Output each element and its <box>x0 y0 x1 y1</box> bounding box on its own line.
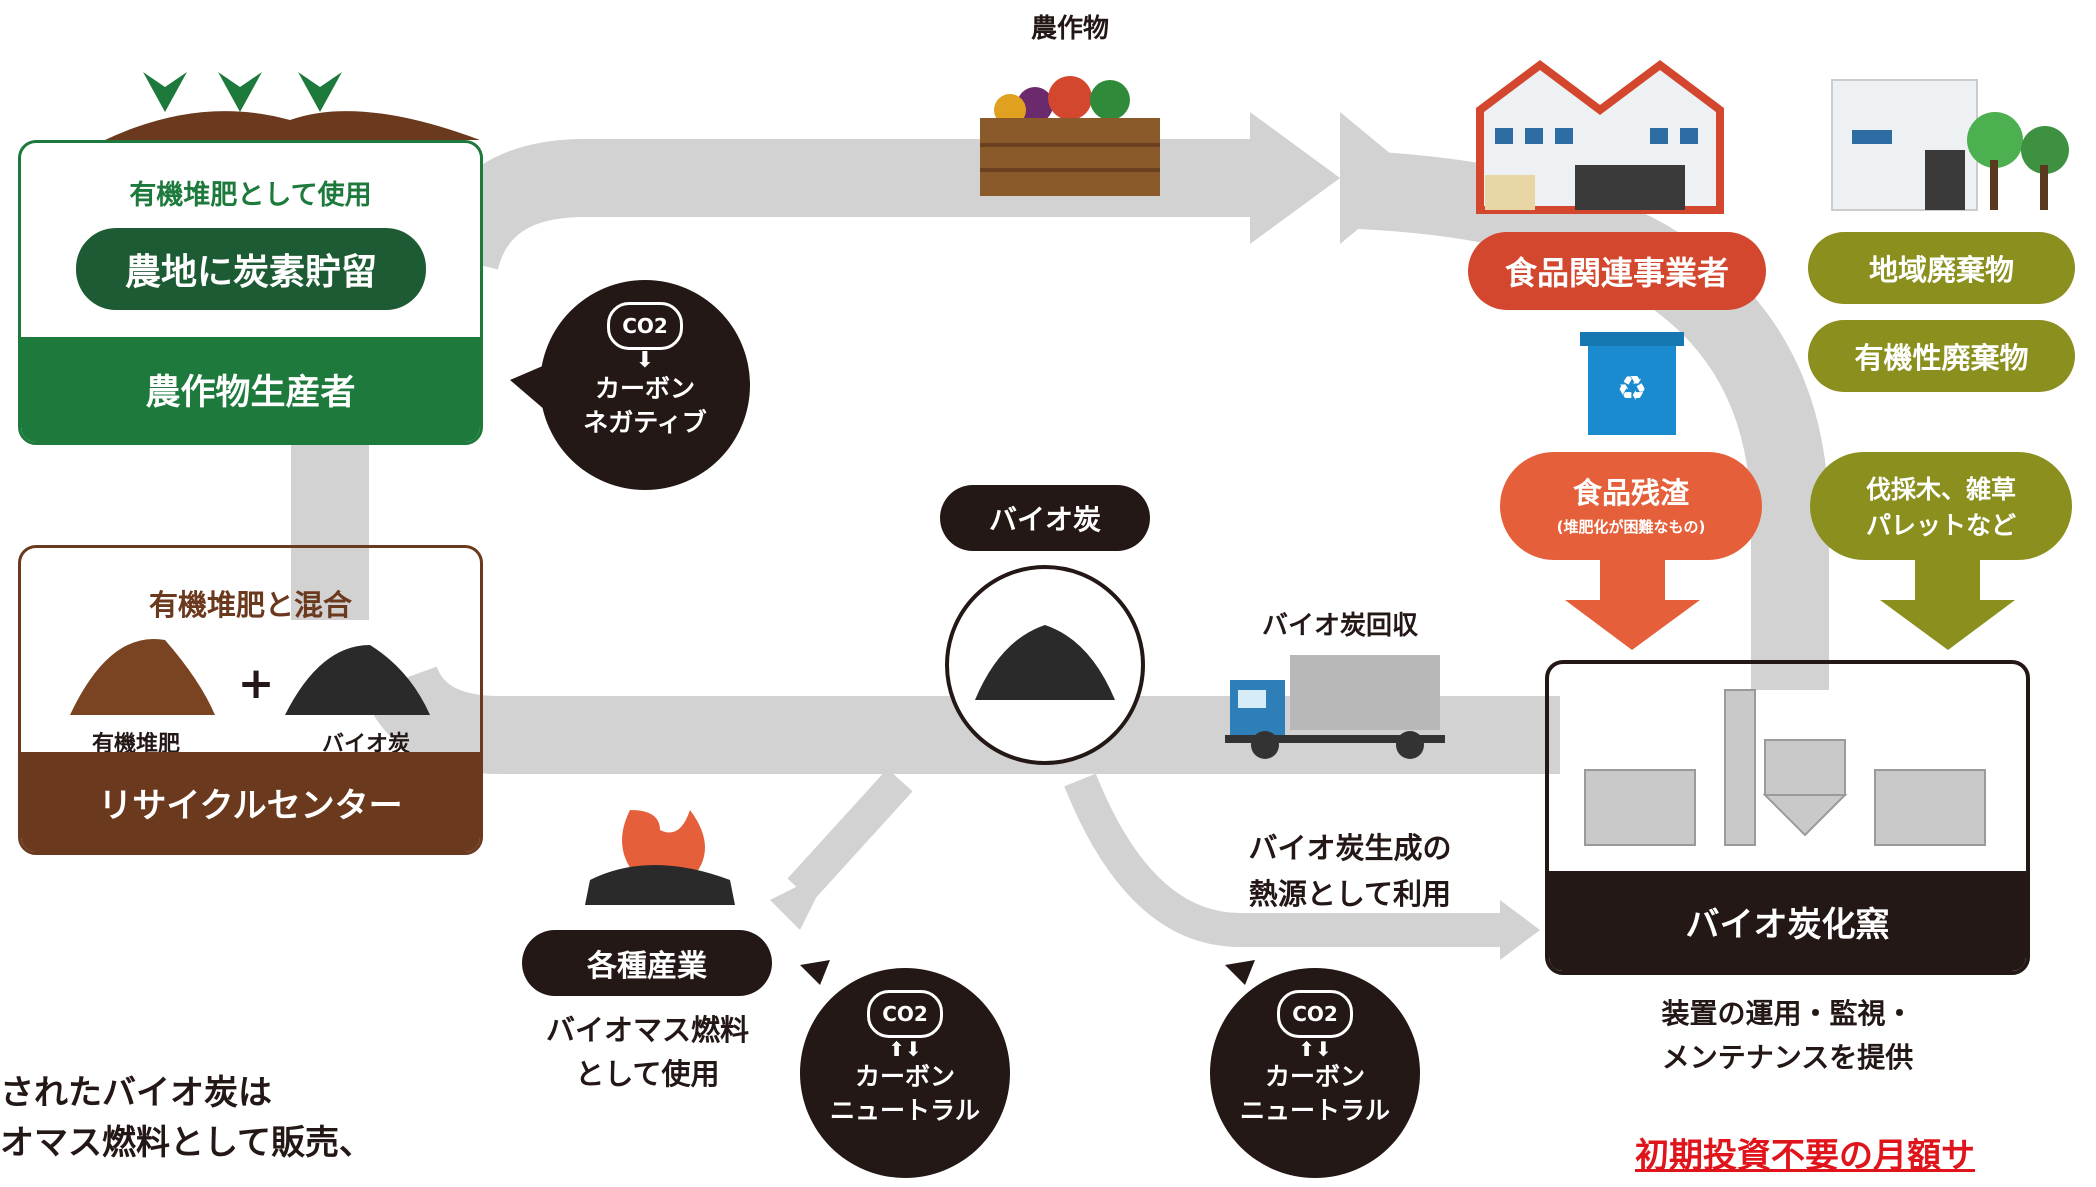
kiln-service-line2: メンテナンスを提供 <box>1661 1041 1914 1074</box>
wood-waste-line1: 伐採木、雑草 <box>1865 475 2016 504</box>
bubble-tail-neutral-2 <box>1225 960 1255 985</box>
recycle-center-title: リサイクルセンター <box>21 752 480 852</box>
biochar-mound <box>285 645 430 715</box>
recycle-bin-illustration: ♻ <box>1580 332 1684 435</box>
carbon-storage-badge: 農地に炭素貯留 <box>76 228 426 310</box>
carbon-neutral-bubble-1: CO2 ⬆⬇ カーボン ニュートラル <box>800 968 1010 1178</box>
heat-source-text: バイオ炭生成の 熱源として利用 <box>1200 825 1500 917</box>
industries-line1: バイオマス燃料 <box>545 1013 749 1047</box>
bubble-tail-negative <box>510 365 545 410</box>
industries-badge: 各種産業 <box>522 930 772 996</box>
carbon-negative-line1: カーボン <box>594 374 695 403</box>
industries-usage-text: バイオマス燃料 として使用 <box>505 1008 790 1096</box>
co2-cloud-icon: CO2 <box>1277 990 1353 1038</box>
food-residue-down-arrow <box>1565 560 1700 650</box>
biochar-badge: バイオ炭 <box>940 485 1150 551</box>
carbon-negative-bubble: CO2 ⬇ カーボン ネガティブ <box>540 280 750 490</box>
bottom-left-caption: されたバイオ炭は オマス燃料として販売、 <box>0 1068 480 1168</box>
food-business-badge: 食品関連事業者 <box>1468 232 1766 310</box>
co2-cloud-icon: CO2 <box>867 990 943 1038</box>
flow-arrowhead-top-2 <box>1340 112 1420 244</box>
producer-panel: 有機堆肥として使用 農地に炭素貯留 農作物生産者 <box>18 140 483 445</box>
biochar-pile <box>975 625 1115 700</box>
industries-line2: として使用 <box>575 1057 720 1091</box>
kiln-machinery-illustration <box>1584 689 1986 846</box>
flow-arrowhead-industries <box>770 870 830 930</box>
fire-illustration <box>585 810 735 905</box>
plants-illustration <box>105 72 480 140</box>
compost-use-label: 有機堆肥として使用 <box>129 180 372 211</box>
wood-waste-badge: 伐採木、雑草 パレットなど <box>1810 452 2072 560</box>
plus-sign: + <box>237 658 275 709</box>
organic-waste-badge: 有機性廃棄物 <box>1808 320 2075 392</box>
bottom-left-line1: されたバイオ炭は <box>0 1073 272 1113</box>
carbon-neutral-bubble-2: CO2 ⬆⬇ カーボン ニュートラル <box>1210 968 1420 1178</box>
food-residue-badge: 食品残渣 (堆肥化が困難なもの) <box>1500 452 1762 560</box>
crops-label: 農作物 <box>1030 14 1109 44</box>
food-residue-title: 食品残渣 <box>1572 476 1689 510</box>
heat-source-line1: バイオ炭生成の <box>1248 831 1452 865</box>
bottom-left-line2: オマス燃料として販売、 <box>0 1123 373 1163</box>
food-residue-note: (堆肥化が困難なもの) <box>1556 518 1706 536</box>
svg-text:♻: ♻ <box>1617 369 1647 409</box>
kiln-service-text: 装置の運用・監視・ メンテナンスを提供 <box>1545 992 2030 1080</box>
kiln-panel: バイオ炭化窯 <box>1545 660 2030 975</box>
carbon-negative-line2: ネガティブ <box>583 408 707 437</box>
producer-title: 農作物生産者 <box>21 337 480 442</box>
wood-waste-down-arrow <box>1880 560 2015 650</box>
heat-source-line2: 熱源として利用 <box>1248 877 1452 911</box>
factory-illustration <box>1476 60 1724 214</box>
bubble-tail-neutral-1 <box>800 960 830 985</box>
crop-crate-illustration <box>980 76 1160 196</box>
regional-waste-badge: 地域廃棄物 <box>1808 232 2075 304</box>
truck-illustration <box>1225 655 1445 759</box>
carbon-neutral-1-line2: ニュートラル <box>829 1096 980 1125</box>
flow-branch-heat <box>1064 773 1500 947</box>
recycle-center-panel: 有機堆肥と混合 + 有機堆肥 バイオ炭 リサイクルセンター <box>18 545 483 855</box>
carbon-neutral-1-line1: カーボン <box>854 1062 955 1091</box>
biochar-collection-label: バイオ炭回収 <box>1261 611 1418 641</box>
flow-branch-industries <box>787 768 913 902</box>
flow-arrowhead-heat <box>1500 900 1540 960</box>
carbon-neutral-2-line1: カーボン <box>1264 1062 1365 1091</box>
wood-waste-line2: パレットなど <box>1865 511 2016 540</box>
bottom-right-caption: 初期投資不要の月額サ <box>1635 1136 1975 1176</box>
kiln-service-line1: 装置の運用・監視・ <box>1661 997 1914 1030</box>
office-trees-illustration <box>1831 79 2069 211</box>
down-arrow-icon: ⬇ <box>635 348 655 373</box>
up-down-arrow-icon: ⬆⬇ <box>888 1037 922 1061</box>
up-down-arrow-icon: ⬆⬇ <box>1298 1037 1332 1061</box>
carbon-neutral-2-line2: ニュートラル <box>1239 1096 1390 1125</box>
kiln-title: バイオ炭化窯 <box>1549 871 2026 971</box>
flow-arrowhead-top <box>1250 112 1340 244</box>
compost-mound <box>70 638 215 715</box>
mix-label: 有機堆肥と混合 <box>148 588 352 622</box>
co2-cloud-icon: CO2 <box>607 302 683 350</box>
